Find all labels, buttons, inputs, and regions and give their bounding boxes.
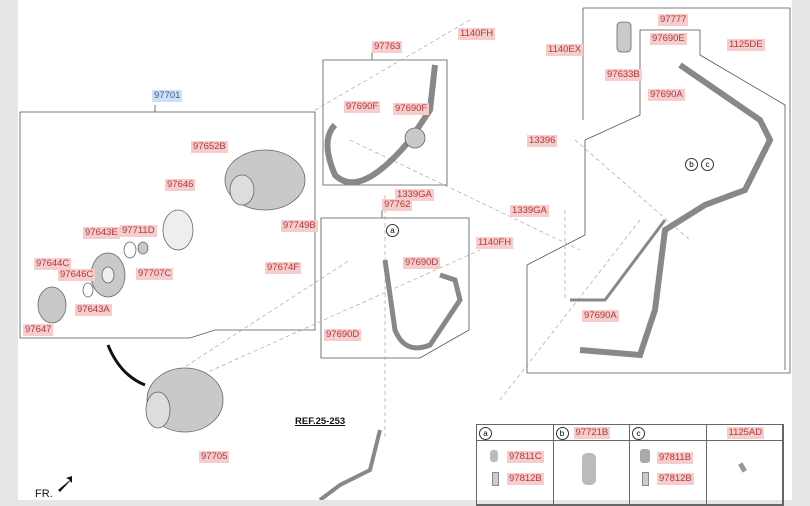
part-label-97811C[interactable]: 97811C [507, 451, 544, 463]
part-label-97643E[interactable]: 97643E [83, 227, 120, 239]
table-cell-1125AD [706, 441, 783, 505]
part-label-13396[interactable]: 13396 [527, 135, 558, 147]
parts-diagram: 97701 97652B 97646 97643E 97711D 97644C … [18, 0, 792, 506]
part-label-1339GA[interactable]: 1339GA [510, 205, 549, 217]
part-label-97646C[interactable]: 97646C [58, 269, 96, 281]
part-label-97690E[interactable]: 97690E [650, 33, 687, 45]
part-label-97690F[interactable]: 97690F [344, 101, 381, 113]
part-label-97646[interactable]: 97646 [165, 179, 196, 191]
part-label-97674F[interactable]: 97674F [265, 262, 302, 274]
part-label-97812B[interactable]: 97812B [507, 473, 544, 485]
assembly-box-97763 [322, 59, 448, 186]
part-label-97643A[interactable]: 97643A [75, 304, 112, 316]
hose-97763 [324, 64, 438, 186]
part-label-97705[interactable]: 97705 [199, 451, 230, 463]
part-label-1140EX[interactable]: 1140EX [546, 44, 584, 56]
callout-a: a [479, 427, 492, 440]
clutch-hub [37, 286, 67, 324]
front-arrow-icon [58, 476, 72, 492]
hose-97762 [382, 259, 463, 351]
part-label-97652B[interactable]: 97652B [191, 141, 228, 153]
part-label-97812B[interactable]: 97812B [657, 473, 694, 485]
part-label-97644C[interactable]: 97644C [34, 258, 72, 270]
ref-line-25-253 [318, 429, 382, 500]
table-header-a: a [477, 425, 554, 441]
diagram-drawing [19, 7, 791, 500]
parts-table-outline [154, 52, 383, 218]
part-label-97647[interactable]: 97647 [23, 324, 54, 336]
part-label-97707C[interactable]: 97707C [136, 268, 174, 280]
callout-b: b [555, 427, 569, 440]
callout-a: a [386, 224, 399, 237]
table-cell-c: 97811B 97812B [630, 441, 707, 505]
part-label-97690F[interactable]: 97690F [393, 103, 430, 115]
part-label-97690D[interactable]: 97690D [403, 257, 441, 269]
part-label-1339GA[interactable]: 1339GA [395, 189, 434, 201]
front-indicator: FR. [35, 488, 53, 500]
part-label-97690D[interactable]: 97690D [324, 329, 362, 341]
table-header-b: b 97721B [553, 425, 630, 441]
part-label-97721B[interactable]: 97721B [573, 427, 611, 439]
callout-c: c [701, 158, 714, 171]
assembly-box-97762 [320, 217, 470, 359]
table-header-1125AD: 1125AD [706, 425, 783, 441]
table-cell-b [553, 441, 630, 505]
part-label-97690A[interactable]: 97690A [648, 89, 685, 101]
part-label-97711D[interactable]: 97711D [120, 225, 157, 237]
detail-table: a b 97721B c 1125AD 97811C 97812B 97811B … [476, 424, 784, 506]
assembly-box-97701 [19, 111, 316, 339]
part-label-97633B[interactable]: 97633B [605, 69, 642, 81]
line-97777 [579, 62, 774, 359]
part-label-1140FH[interactable]: 1140FH [458, 28, 496, 40]
table-cell-a: 97811C 97812B [477, 441, 554, 505]
reference-label[interactable]: REF.25-253 [295, 416, 346, 427]
compressor-arrow [106, 344, 146, 387]
assembly-box-97777 [526, 7, 791, 374]
part-label-97762[interactable]: 97762 [382, 199, 413, 211]
parts-art [37, 21, 774, 500]
receiver-drier-97633B [616, 21, 632, 53]
callout-b: b [685, 158, 698, 171]
table-header-c: c [630, 425, 707, 441]
valve-core-icon [642, 472, 649, 486]
part-label-1140FH[interactable]: 1140FH [476, 237, 514, 249]
part-label-97811B[interactable]: 97811B [657, 452, 694, 464]
valve-core-icon [492, 472, 499, 486]
bolt-icon [737, 462, 747, 473]
part-label-97763[interactable]: 97763 [372, 41, 403, 53]
cap-icon [640, 449, 650, 463]
part-label-97777[interactable]: 97777 [658, 14, 689, 26]
cap-icon [490, 450, 498, 462]
clutch-coil [162, 209, 194, 251]
callout-c: c [632, 427, 645, 440]
part-label-97749B[interactable]: 97749B [281, 220, 318, 232]
part-label-97701[interactable]: 97701 [152, 90, 183, 102]
part-label-1125AD[interactable]: 1125AD [726, 427, 765, 439]
pressure-sensor-icon [581, 453, 596, 485]
part-label-97690A[interactable]: 97690A [582, 310, 619, 322]
part-label-1125DE[interactable]: 1125DE [727, 39, 765, 51]
